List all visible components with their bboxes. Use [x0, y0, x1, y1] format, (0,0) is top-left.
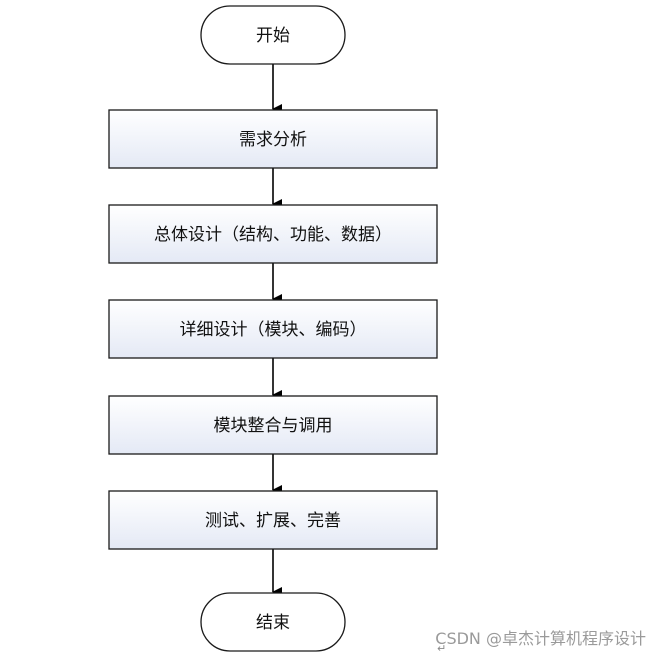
process-box [108, 490, 438, 550]
node-label: 总体设计（结构、功能、数据） [154, 225, 392, 245]
process-node-step5: 测试、扩展、完善 [108, 490, 438, 550]
node-label: 结束 [256, 613, 290, 633]
process-box [108, 204, 438, 264]
process-node-step3: 详细设计（模块、编码） [108, 299, 438, 359]
watermark: CSDN @卓杰计算机程序设计 [435, 629, 646, 648]
process-node-step1: 需求分析 [108, 109, 438, 169]
process-box [108, 109, 438, 169]
process-box [108, 395, 438, 455]
node-label: 详细设计（模块、编码） [180, 320, 367, 340]
terminal-node-start: 开始 [200, 5, 346, 65]
terminal-shape [200, 5, 346, 65]
node-label: 开始 [256, 26, 290, 46]
return-mark-icon: ↵ [437, 642, 447, 655]
process-node-step4: 模块整合与调用 [108, 395, 438, 455]
node-label: 需求分析 [239, 130, 307, 150]
process-node-step2: 总体设计（结构、功能、数据） [108, 204, 438, 264]
process-box [108, 299, 438, 359]
node-label: 测试、扩展、完善 [205, 511, 341, 531]
terminal-shape [200, 592, 346, 652]
terminal-node-end: 结束 [200, 592, 346, 652]
node-label: 模块整合与调用 [214, 416, 333, 436]
